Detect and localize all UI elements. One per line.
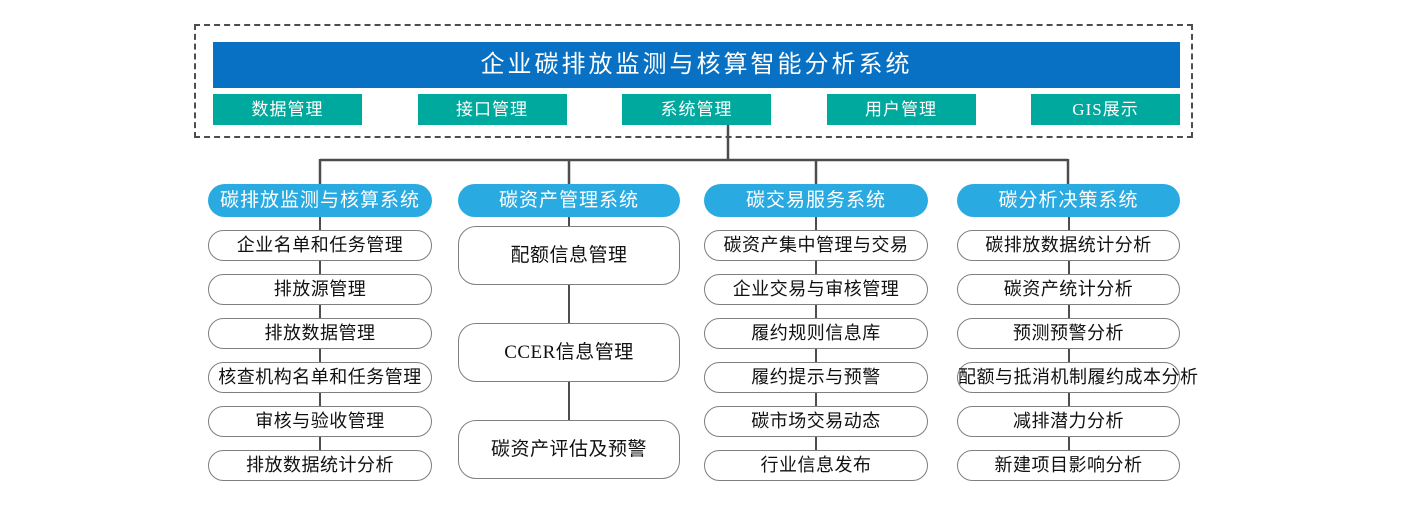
connector: [815, 217, 817, 230]
column-carbon-asset: 碳资产管理系统 配额信息管理 CCER信息管理 碳资产评估及预警: [458, 184, 680, 479]
connector: [815, 437, 817, 450]
column-carbon-trading: 碳交易服务系统 碳资产集中管理与交易 企业交易与审核管理 履约规则信息库 履约提…: [704, 184, 928, 481]
nav-button-data-management: 数据管理: [213, 94, 362, 125]
connector: [568, 382, 570, 420]
connector: [568, 285, 570, 323]
connector: [319, 217, 321, 230]
module-item: 预测预警分析: [957, 318, 1180, 349]
module-item: 行业信息发布: [704, 450, 928, 481]
connector: [1067, 217, 1070, 230]
subsystem-header: 碳分析决策系统: [957, 184, 1180, 217]
connector: [1067, 305, 1070, 318]
module-item: 履约规则信息库: [704, 318, 928, 349]
module-item: 碳排放数据统计分析: [957, 230, 1180, 261]
nav-button-user-management: 用户管理: [826, 94, 976, 125]
module-item: 碳资产统计分析: [957, 274, 1180, 305]
module-item: CCER信息管理: [458, 323, 680, 382]
connector: [319, 305, 321, 318]
connector: [319, 437, 321, 450]
connector: [319, 393, 321, 406]
module-item: 碳市场交易动态: [704, 406, 928, 437]
connector: [1067, 437, 1070, 450]
module-item: 核查机构名单和任务管理: [208, 362, 432, 393]
column-emission-monitoring: 碳排放监测与核算系统 企业名单和任务管理 排放源管理 排放数据管理 核查机构名单…: [208, 184, 432, 481]
module-item: 减排潜力分析: [957, 406, 1180, 437]
connector: [1067, 261, 1070, 274]
subsystem-header: 碳交易服务系统: [704, 184, 928, 217]
nav-button-interface-management: 接口管理: [417, 94, 567, 125]
module-item: 履约提示与预警: [704, 362, 928, 393]
connector: [815, 261, 817, 274]
system-title-banner: 企业碳排放监测与核算智能分析系统: [213, 42, 1180, 88]
connector: [319, 261, 321, 274]
module-item: 排放源管理: [208, 274, 432, 305]
top-system-panel: 企业碳排放监测与核算智能分析系统 数据管理 接口管理 系统管理 用户管理 GIS…: [194, 24, 1193, 138]
connector: [568, 217, 570, 226]
column-carbon-analysis: 碳分析决策系统 碳排放数据统计分析 碳资产统计分析 预测预警分析 配额与抵消机制…: [957, 184, 1198, 481]
subsystem-header: 碳排放监测与核算系统: [208, 184, 432, 217]
module-item: 新建项目影响分析: [957, 450, 1180, 481]
module-item: 排放数据统计分析: [208, 450, 432, 481]
connector: [1067, 349, 1070, 362]
module-item: 审核与验收管理: [208, 406, 432, 437]
nav-button-row: 数据管理 接口管理 系统管理 用户管理 GIS展示: [213, 94, 1180, 125]
connector: [815, 393, 817, 406]
connector: [815, 349, 817, 362]
module-item: 碳资产评估及预警: [458, 420, 680, 479]
nav-button-system-management: 系统管理: [622, 94, 771, 125]
module-item: 企业交易与审核管理: [704, 274, 928, 305]
nav-button-gis-display: GIS展示: [1031, 94, 1180, 125]
connector: [815, 305, 817, 318]
subsystem-header: 碳资产管理系统: [458, 184, 680, 217]
module-item: 碳资产集中管理与交易: [704, 230, 928, 261]
connector: [1067, 393, 1070, 406]
connector: [319, 349, 321, 362]
module-item: 排放数据管理: [208, 318, 432, 349]
module-item: 配额信息管理: [458, 226, 680, 285]
module-item: 配额与抵消机制履约成本分析: [957, 362, 1198, 393]
module-item: 企业名单和任务管理: [208, 230, 432, 261]
